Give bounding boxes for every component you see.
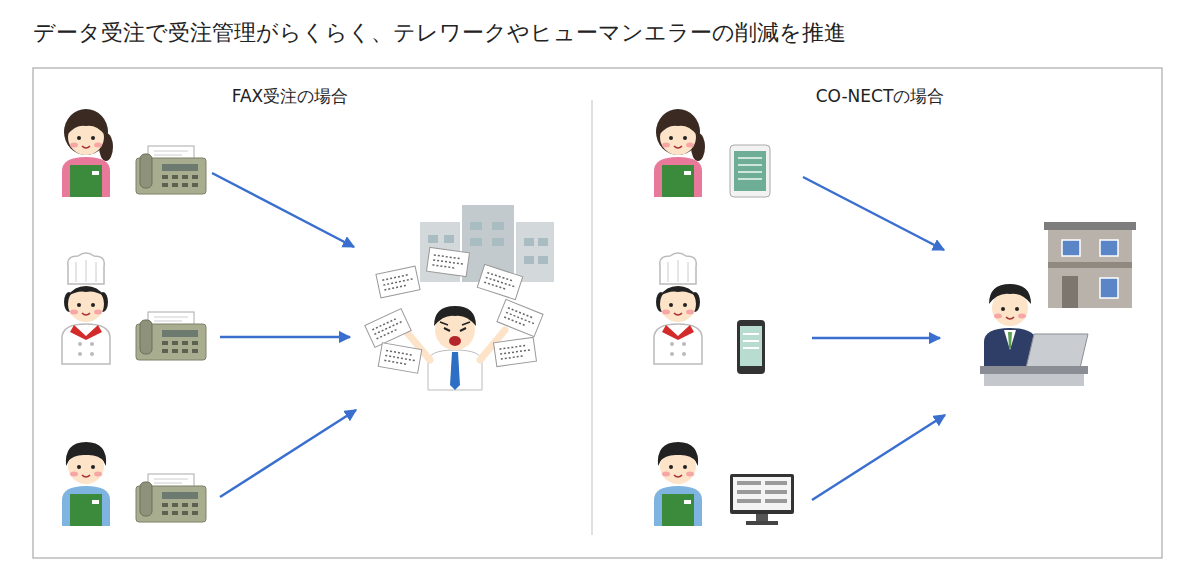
office-worker <box>984 284 1036 368</box>
heading-text: FAX受注の場合 <box>226 84 355 108</box>
shop-clerk-man <box>62 442 110 526</box>
tablet <box>730 145 770 197</box>
panel-heading: CO-NECTの場合 <box>810 84 951 108</box>
chef <box>62 253 110 364</box>
shop-clerk-man <box>654 442 702 526</box>
smartphone <box>737 320 765 374</box>
heading-text: CO-NECTの場合 <box>810 84 951 108</box>
shop-clerk-woman <box>654 109 705 197</box>
stressed-man <box>405 306 505 390</box>
divider <box>591 100 592 535</box>
arrows <box>803 177 945 500</box>
laptop-desk <box>980 334 1088 386</box>
desktop-monitor <box>730 474 794 525</box>
arrows <box>212 173 356 497</box>
shop-clerk-woman <box>62 109 113 197</box>
panel-heading: FAX受注の場合 <box>226 84 355 108</box>
fax-machine <box>136 312 206 360</box>
scattered-papers <box>365 247 543 373</box>
diagram-title: データ受注で受注管理がらくらく、テレワークやヒューマンエラーの削減を推進 <box>33 18 846 48</box>
fax-machine <box>136 146 206 194</box>
chef <box>654 253 702 364</box>
frame <box>33 68 1162 558</box>
company-building <box>1044 222 1136 308</box>
fax-machine <box>136 474 206 522</box>
